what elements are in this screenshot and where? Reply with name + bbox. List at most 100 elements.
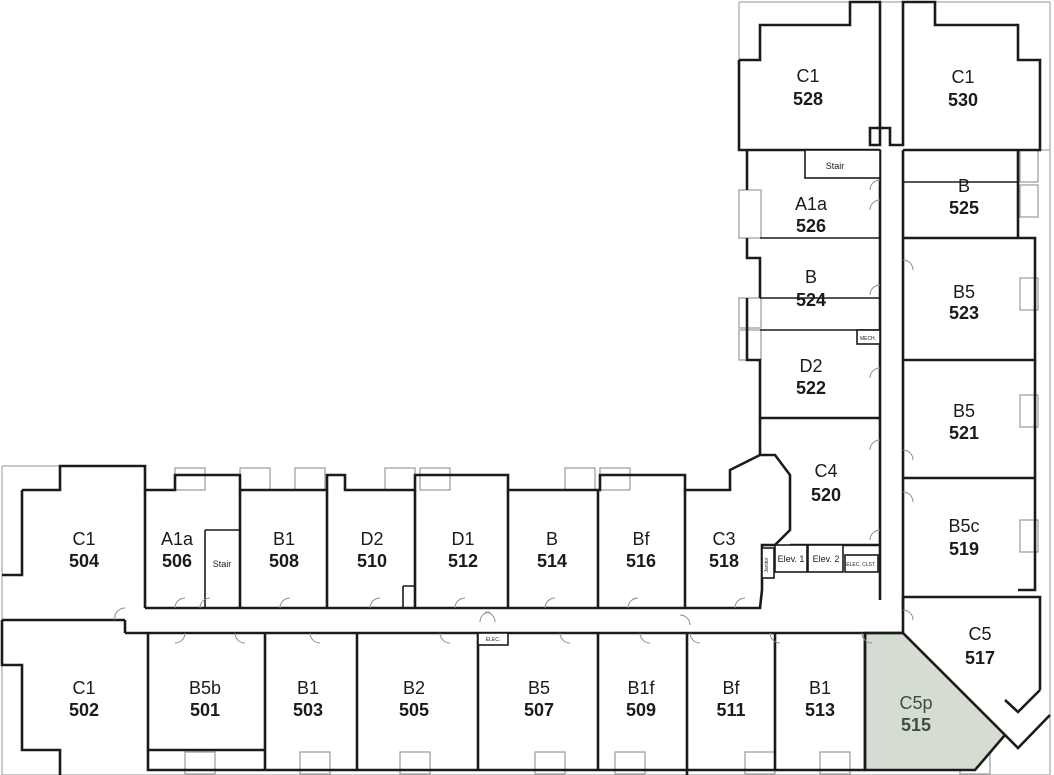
unit-number: 528: [793, 89, 823, 109]
unit-501[interactable]: B5b 501: [189, 678, 221, 720]
unit-type: D2: [360, 529, 383, 549]
unit-number: 504: [69, 551, 99, 571]
unit-type: C1: [72, 529, 95, 549]
unit-type: B5: [953, 282, 975, 302]
unit-type: B: [546, 529, 558, 549]
unit-513[interactable]: B1 513: [805, 678, 835, 720]
unit-number: 523: [949, 303, 979, 323]
unit-number: 524: [796, 290, 826, 310]
unit-530[interactable]: C1 530: [948, 67, 978, 110]
unit-507[interactable]: B5 507: [524, 678, 554, 720]
unit-523[interactable]: B5 523: [949, 282, 979, 323]
stair-north-label: Stair: [826, 161, 845, 171]
unit-number: 512: [448, 551, 478, 571]
unit-518[interactable]: C3 518: [709, 529, 739, 571]
unit-type: B1f: [627, 678, 655, 698]
unit-503[interactable]: B1 503: [293, 678, 323, 720]
janitor-closet: [761, 547, 775, 579]
unit-502[interactable]: C1 502: [69, 678, 99, 720]
stair-west-label: Stair: [213, 559, 232, 569]
unit-512[interactable]: D1 512: [448, 529, 478, 571]
unit-type: C1: [72, 678, 95, 698]
elec-room: [477, 632, 509, 646]
unit-number: 506: [162, 551, 192, 571]
unit-number: 520: [811, 485, 841, 505]
unit-type: C4: [814, 461, 837, 481]
unit-type: B: [958, 176, 970, 196]
unit-522[interactable]: D2 522: [796, 356, 826, 398]
unit-type: D2: [799, 356, 822, 376]
unit-type: B5: [953, 401, 975, 421]
unit-number: 513: [805, 700, 835, 720]
unit-number: 515: [901, 715, 931, 735]
unit-number: 517: [965, 648, 995, 668]
elec-label: ELEC.: [486, 637, 500, 643]
unit-type: B: [805, 267, 817, 287]
windows: [174, 149, 1039, 775]
unit-type: C1: [796, 66, 819, 86]
unit-number: 509: [626, 700, 656, 720]
unit-type: B1: [297, 678, 319, 698]
unit-number: 508: [269, 551, 299, 571]
unit-number: 518: [709, 551, 739, 571]
unit-516[interactable]: Bf 516: [626, 529, 656, 571]
unit-508[interactable]: B1 508: [269, 529, 299, 571]
elevator-1-label: Elev. 1: [778, 554, 805, 564]
unit-number: 521: [949, 423, 979, 443]
unit-type: B5c: [948, 516, 979, 536]
unit-number: 505: [399, 700, 429, 720]
unit-number: 530: [948, 90, 978, 110]
unit-528[interactable]: C1 528: [793, 66, 823, 109]
unit-type: C5: [968, 624, 991, 644]
unit-type: Bf: [632, 529, 650, 549]
doors: [114, 179, 914, 644]
elevator-1: [774, 544, 808, 573]
unit-number: 514: [537, 551, 567, 571]
unit-type: A1a: [161, 529, 194, 549]
service-rooms: Stair Stair MECH. Elev. 1 Elev. 2 ELEC. …: [213, 149, 881, 646]
mech-room: [856, 329, 881, 345]
unit-517[interactable]: C5 517: [965, 624, 995, 668]
unit-number: 522: [796, 378, 826, 398]
unit-504[interactable]: C1 504: [69, 529, 99, 571]
unit-number: 510: [357, 551, 387, 571]
unit-number: 526: [796, 216, 826, 236]
unit-number: 503: [293, 700, 323, 720]
unit-number: 519: [949, 539, 979, 559]
unit-524[interactable]: B 524: [796, 267, 826, 310]
unit-type: B5: [528, 678, 550, 698]
unit-525[interactable]: B 525: [949, 176, 979, 218]
unit-type: C3: [712, 529, 735, 549]
mech-label: MECH.: [860, 336, 876, 342]
unit-509[interactable]: B1f 509: [626, 678, 656, 720]
unit-type: A1a: [795, 194, 828, 214]
unit-labels: C1 528 C1 530 A1a 526 B 525 B 524 B5 523…: [69, 66, 995, 735]
unit-510[interactable]: D2 510: [357, 529, 387, 571]
unit-511[interactable]: Bf 511: [716, 678, 745, 720]
unit-519[interactable]: B5c 519: [948, 516, 979, 559]
unit-520[interactable]: C4 520: [811, 461, 841, 505]
unit-506[interactable]: A1a 506: [161, 529, 194, 571]
stair-north: [804, 149, 881, 179]
unit-515[interactable]: C5p 515: [899, 693, 932, 735]
unit-type: B5b: [189, 678, 221, 698]
unit-type: C1: [951, 67, 974, 87]
elevator-2: [807, 544, 844, 573]
unit-type: D1: [451, 529, 474, 549]
unit-number: 511: [716, 700, 745, 720]
elec-closet-label: ELEC. CLST.: [846, 562, 875, 568]
unit-number: 516: [626, 551, 656, 571]
unit-type: Bf: [722, 678, 740, 698]
unit-526[interactable]: A1a 526: [795, 194, 828, 236]
unit-521[interactable]: B5 521: [949, 401, 979, 443]
unit-514[interactable]: B 514: [537, 529, 567, 571]
unit-type: B1: [273, 529, 295, 549]
unit-505[interactable]: B2 505: [399, 678, 429, 720]
unit-number: 525: [949, 198, 979, 218]
unit-type: C5p: [899, 693, 932, 713]
elec-closet: [844, 554, 879, 573]
unit-type: B1: [809, 678, 831, 698]
janitor-label: Janitor: [764, 557, 770, 572]
